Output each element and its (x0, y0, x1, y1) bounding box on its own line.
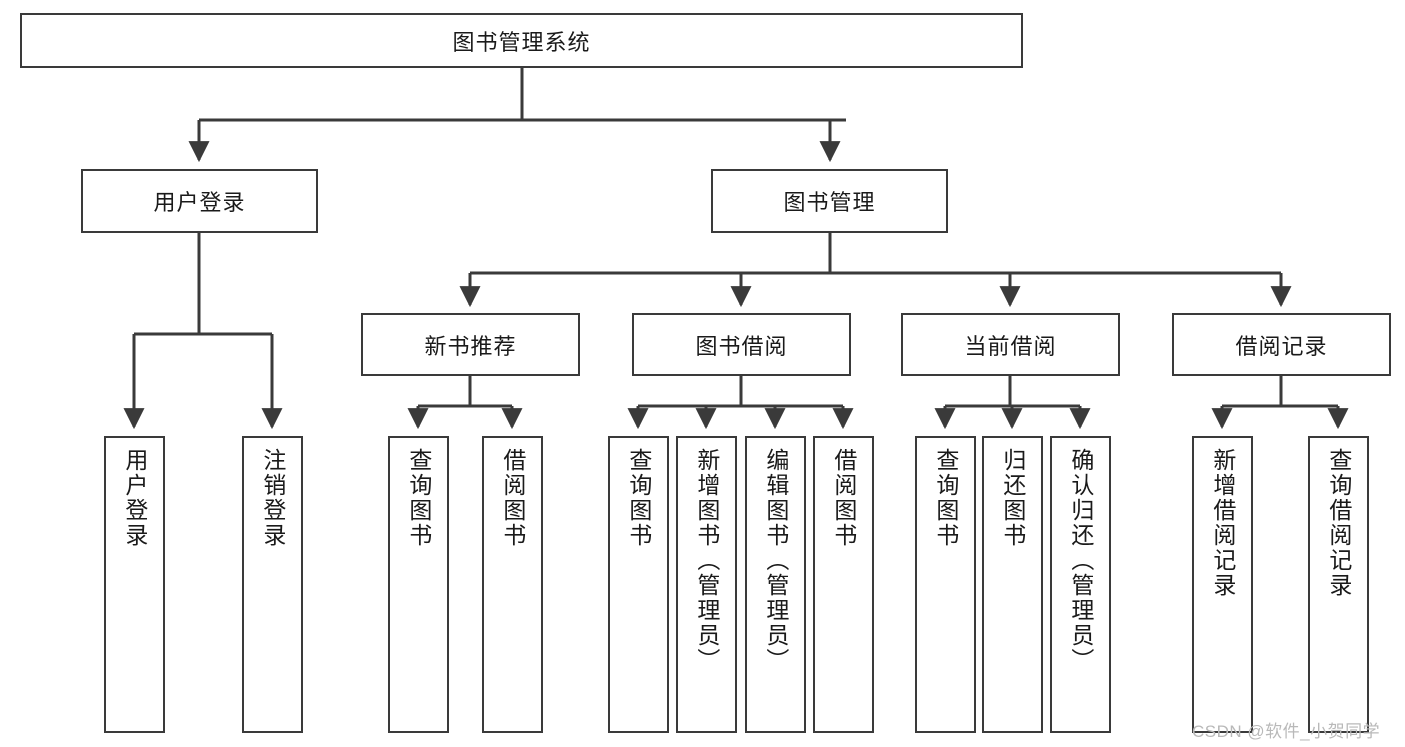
leaf-label: 查询借阅记录 (1325, 448, 1352, 598)
node-root-label: 图书管理系统 (452, 29, 591, 55)
node-leaf-user-login-login[interactable]: 用户登录 (104, 436, 165, 733)
node-book-borrow[interactable]: 图书借阅 (632, 313, 851, 376)
node-leaf-current-query-book[interactable]: 查询图书 (915, 436, 976, 733)
node-root[interactable]: 图书管理系统 (20, 13, 1023, 68)
leaf-label: 借阅图书 (499, 448, 526, 548)
leaf-label: 注销登录 (259, 448, 286, 548)
leaf-label: 查询图书 (625, 448, 652, 548)
leaf-label: 编辑图书（管理员） (762, 448, 789, 673)
node-leaf-record-query-record[interactable]: 查询借阅记录 (1308, 436, 1369, 733)
node-leaf-borrow-edit-book[interactable]: 编辑图书（管理员） (745, 436, 806, 733)
node-leaf-current-confirm-return[interactable]: 确认归还（管理员） (1050, 436, 1111, 733)
node-current-borrow-label: 当前借阅 (964, 333, 1057, 359)
node-new-book-recommend-label: 新书推荐 (424, 333, 517, 359)
leaf-label: 新增图书（管理员） (693, 448, 720, 673)
node-borrow-record-label: 借阅记录 (1235, 333, 1328, 359)
leaf-label: 查询图书 (932, 448, 959, 548)
leaf-label: 用户登录 (121, 448, 148, 548)
node-leaf-borrow-borrow-book[interactable]: 借阅图书 (813, 436, 874, 733)
node-leaf-borrow-query-book[interactable]: 查询图书 (608, 436, 669, 733)
node-user-login-label: 用户登录 (153, 190, 246, 215)
node-book-borrow-label: 图书借阅 (695, 333, 788, 359)
leaf-label: 归还图书 (999, 448, 1026, 548)
node-borrow-record[interactable]: 借阅记录 (1172, 313, 1391, 376)
node-leaf-recommend-query-book[interactable]: 查询图书 (388, 436, 449, 733)
node-leaf-current-return-book[interactable]: 归还图书 (982, 436, 1043, 733)
leaf-label: 查询图书 (405, 448, 432, 548)
leaf-label: 借阅图书 (830, 448, 857, 548)
leaf-label: 新增借阅记录 (1209, 448, 1236, 598)
node-leaf-user-login-logout[interactable]: 注销登录 (242, 436, 303, 733)
node-current-borrow[interactable]: 当前借阅 (901, 313, 1120, 376)
node-book-management[interactable]: 图书管理 (711, 169, 948, 233)
node-user-login[interactable]: 用户登录 (81, 169, 318, 233)
leaf-label: 确认归还（管理员） (1067, 448, 1094, 673)
node-book-management-label: 图书管理 (783, 190, 876, 215)
node-leaf-record-add-record[interactable]: 新增借阅记录 (1192, 436, 1253, 733)
node-leaf-recommend-borrow-book[interactable]: 借阅图书 (482, 436, 543, 733)
watermark: CSDN @软件_小贺同学 (1192, 722, 1381, 741)
node-leaf-borrow-add-book[interactable]: 新增图书（管理员） (676, 436, 737, 733)
node-new-book-recommend[interactable]: 新书推荐 (361, 313, 580, 376)
